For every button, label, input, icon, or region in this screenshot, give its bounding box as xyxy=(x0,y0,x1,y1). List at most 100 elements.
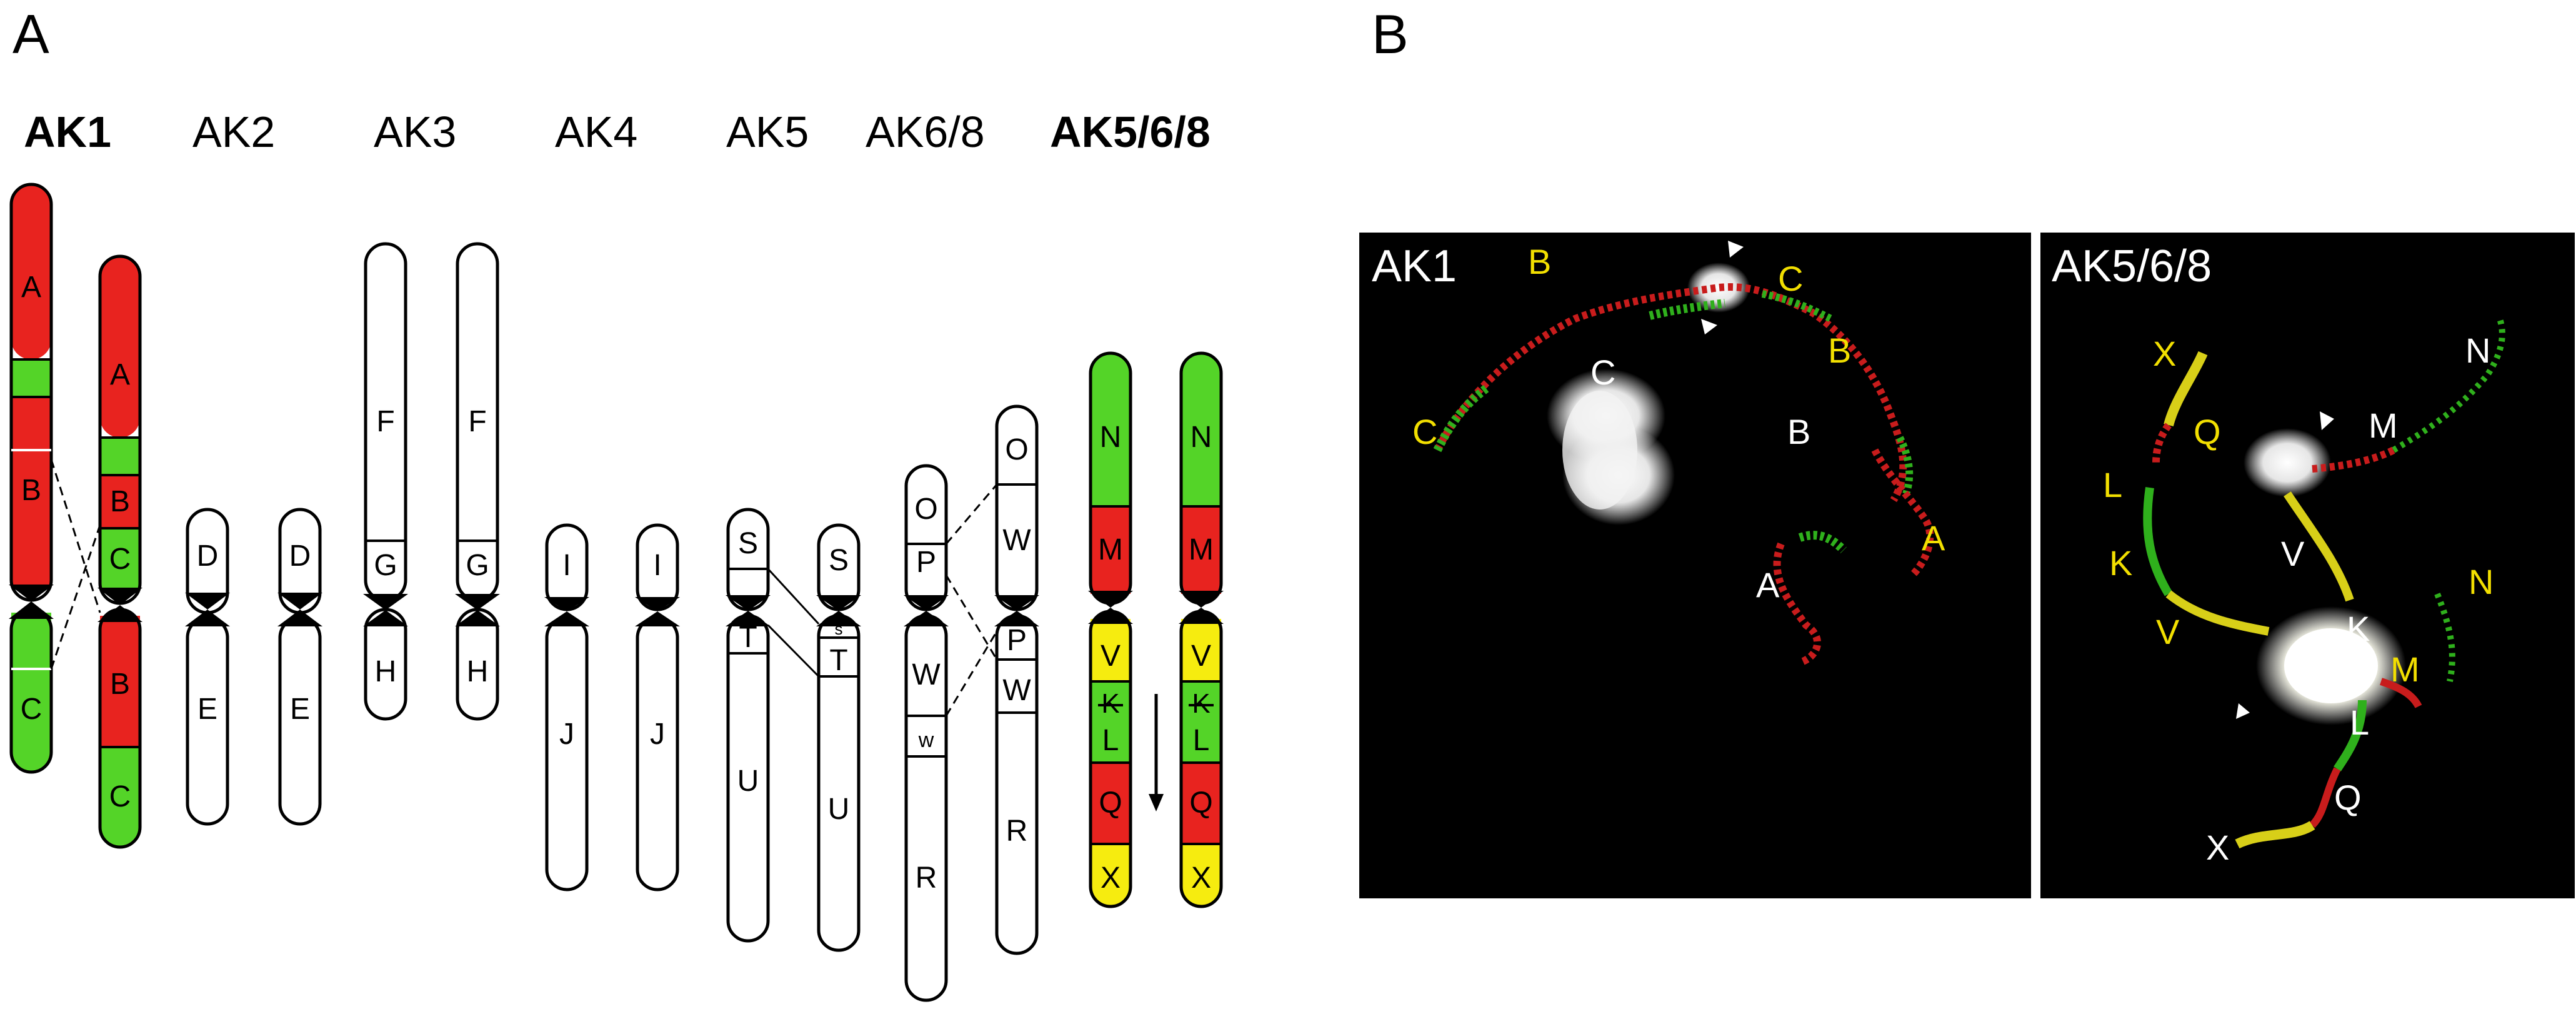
ak6-8-translocation-lines xyxy=(945,484,998,716)
segment-label: S xyxy=(829,544,849,577)
fish-label: K xyxy=(2109,543,2132,583)
segment-label: W xyxy=(912,658,941,691)
fish-label: C xyxy=(1778,259,1803,298)
segment-label: H xyxy=(375,655,397,688)
chromosome-ak4-left: I J xyxy=(544,523,589,891)
segment-label: Q xyxy=(1099,786,1122,820)
segment-label: A xyxy=(110,358,130,391)
segment-label: S xyxy=(738,527,758,560)
segment-label: F xyxy=(376,405,394,438)
fish-label: A xyxy=(1756,565,1780,605)
segment-label: R xyxy=(916,861,937,895)
chromosome-ak6-8-left: O P W w R xyxy=(904,464,949,1002)
segment-label: Q xyxy=(1189,786,1212,820)
segment-label: N xyxy=(1100,421,1122,454)
segment-label: G xyxy=(466,549,489,582)
segment-label: V xyxy=(1101,640,1121,673)
chromosome-ak4-right: I J xyxy=(635,523,680,891)
segment-label: N xyxy=(1191,421,1212,454)
header-ak2: AK2 xyxy=(192,108,275,156)
chromosome-ak5-6-8-right: N M V K L Q X xyxy=(1179,351,1224,908)
segment-label: M xyxy=(1189,533,1214,566)
chromosome-ak1-right: A B C B C xyxy=(97,254,142,849)
segment-label: s xyxy=(835,620,843,638)
fish-label: X xyxy=(2206,828,2229,867)
fish-label: B xyxy=(1787,412,1810,451)
chromosome-ak3-right: F G H xyxy=(455,242,500,721)
fish-label: V xyxy=(2281,534,2305,573)
segment-label: G xyxy=(374,549,397,582)
segment-label: F xyxy=(468,405,486,438)
segment-label: V xyxy=(1191,640,1211,673)
segment-label: W xyxy=(1002,674,1031,707)
segment-label: C xyxy=(109,543,131,576)
chromosome-ak6-8-right: O W P W R xyxy=(994,404,1039,955)
fish-label: A xyxy=(1922,518,1945,558)
fish-label: B xyxy=(1828,331,1851,370)
segment-label: T xyxy=(739,621,757,654)
fish-label: B xyxy=(1528,242,1551,281)
inversion-arrow xyxy=(1149,694,1164,811)
segment-label: H xyxy=(467,655,489,688)
fish-label: AK5/6/8 xyxy=(2052,241,2212,291)
segment-label: O xyxy=(914,493,937,526)
fish-label: C xyxy=(1590,353,1615,392)
ak5-translocation-lines xyxy=(767,568,820,678)
segment-label: J xyxy=(559,718,574,751)
panel-b-label: B xyxy=(1372,3,1409,65)
chromosome-ak5-6-8-left: N M V K L Q X xyxy=(1088,351,1133,908)
segment-label: R xyxy=(1006,815,1028,848)
chromosome-ak5-left: S T U xyxy=(726,508,771,943)
ak1-translocation-lines xyxy=(50,459,101,670)
segment-label: K xyxy=(1101,688,1119,719)
segment-label: A xyxy=(21,271,41,304)
fish-label: M xyxy=(2390,650,2420,689)
fish-image-ak1: AK1 B C C B C B A A xyxy=(1359,233,2031,898)
segment-label: I xyxy=(562,549,571,582)
fish-label: L xyxy=(2103,465,2122,504)
segment-label: P xyxy=(1007,624,1027,657)
fish-label: X xyxy=(2153,334,2176,373)
segment-label: P xyxy=(916,546,936,579)
segment-label: O xyxy=(1005,433,1028,466)
segment-label: W xyxy=(1002,524,1031,557)
chromosome-ak2-right: D E xyxy=(277,508,322,826)
fish-label: Q xyxy=(2334,778,2362,817)
chromosome-ak5-right: S s T U xyxy=(816,523,861,952)
segment-label: D xyxy=(289,540,311,573)
header-ak1: AK1 xyxy=(24,108,111,156)
fish-label: V xyxy=(2156,612,2180,651)
chromosome-ak2-left: D E xyxy=(185,508,230,826)
chromosome-ak1-left: A B C xyxy=(9,183,54,774)
fish-label: Q xyxy=(2194,412,2221,451)
segment-label: B xyxy=(110,668,130,701)
segment-label: X xyxy=(1101,861,1121,895)
header-ak3: AK3 xyxy=(374,108,456,156)
segment-label: C xyxy=(109,780,131,813)
segment-label: L xyxy=(1102,724,1119,757)
header-ak5: AK5 xyxy=(726,108,809,156)
fish-label: M xyxy=(2369,406,2398,445)
fish-label: L xyxy=(2350,703,2369,742)
segment-label: X xyxy=(1191,861,1211,895)
segment-label: E xyxy=(197,693,217,726)
fish-label: N xyxy=(2469,562,2494,601)
segment-label: U xyxy=(828,793,850,826)
segment-label: D xyxy=(197,540,219,573)
segment-label: J xyxy=(650,718,665,751)
segment-label: T xyxy=(829,644,847,677)
header-ak5-6-8: AK5/6/8 xyxy=(1050,108,1211,156)
segment-label: L xyxy=(1193,724,1210,757)
segment-label: C xyxy=(21,693,42,726)
chromosome-ak3-left: F G H xyxy=(363,242,408,721)
fish-label: K xyxy=(2347,609,2370,648)
fish-image-ak5-6-8: AK5/6/8 X Q N M L K V V N K M L Q X xyxy=(2040,233,2575,898)
segment-label: E xyxy=(290,693,310,726)
segment-label: w xyxy=(918,728,934,752)
segment-label: B xyxy=(110,485,130,518)
segment-label: M xyxy=(1098,533,1123,566)
panel-a-label: A xyxy=(12,3,49,65)
header-ak4: AK4 xyxy=(555,108,637,156)
fish-label: AK1 xyxy=(1372,241,1457,291)
